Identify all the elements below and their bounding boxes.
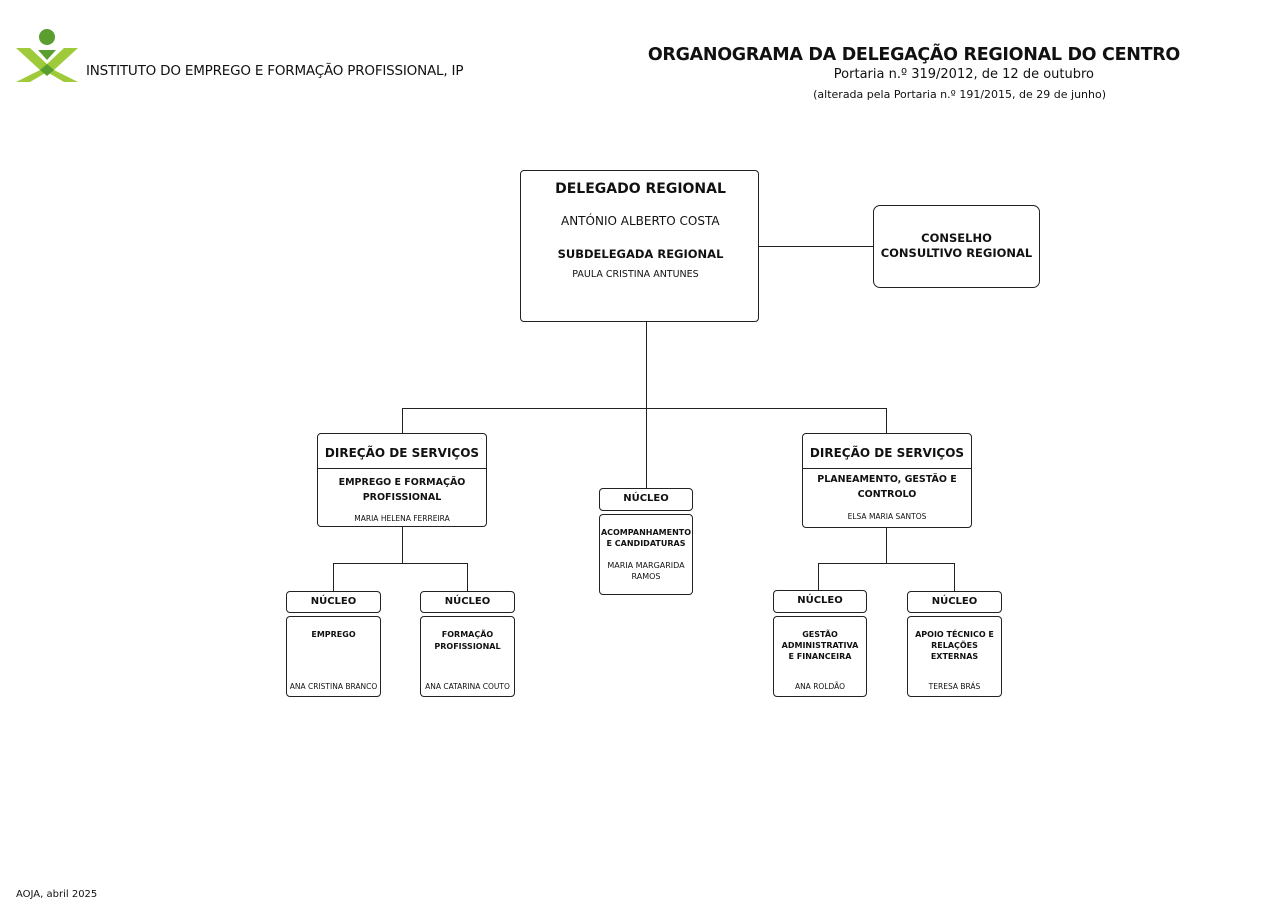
logo-legs [40,64,54,76]
nucleo-area: GESTÃO ADMINISTRATIVA E FINANCEIRA [781,630,859,661]
direcao-planeamento-box: DIREÇÃO DE SERVIÇOS PLANEAMENTO, GESTÃO … [802,433,972,528]
connector [333,563,334,591]
nucleo-area: ACOMPANHAMENTO E CANDIDATURAS [600,528,692,548]
nucleo-gestao-box: GESTÃO ADMINISTRATIVA E FINANCEIRA ANA R… [773,616,867,697]
direcao-emprego-box: DIREÇÃO DE SERVIÇOS EMPREGO E FORMAÇÃO P… [317,433,487,527]
nucleo-acompanhamento-box: ACOMPANHAMENTO E CANDIDATURAS MARIA MARG… [599,514,693,595]
page-subtitle: Portaria n.º 319/2012, de 12 de outubro [833,67,1094,82]
nucleo-emprego-box: EMPREGO ANA CRISTINA BRANCO [286,616,381,697]
nucleo-area: FORMAÇÃO PROFISSIONAL [434,630,501,651]
connector [402,527,403,563]
delegado-regional-box: DELEGADO REGIONAL ANTÓNIO ALBERTO COSTA … [520,170,759,322]
divider [318,468,486,469]
logo-body [38,50,56,60]
connector [886,408,887,434]
nucleo-name: MARIA MARGARIDA RAMOS [607,561,685,581]
direcao-header: DIREÇÃO DE SERVIÇOS [809,446,965,460]
connector [467,563,468,591]
logo-head [39,29,55,45]
direcao-area: EMPREGO E FORMAÇÃO PROFISSIONAL [338,477,466,503]
connector [758,246,874,247]
nucleo-formacao-box: FORMAÇÃO PROFISSIONAL ANA CATARINA COUTO [420,616,515,697]
delegado-title: DELEGADO REGIONAL [555,181,726,197]
subdelegada-title: SUBDELEGADA REGIONAL [557,247,724,261]
nucleo-header-box: NÚCLEO [420,591,515,613]
nucleo-header: NÚCLEO [797,595,843,606]
nucleo-area: APOIO TÉCNICO E RELAÇÕES EXTERNAS [915,630,994,661]
connector [886,527,887,563]
connector [954,563,955,591]
conselho-consultivo-box: CONSELHO CONSULTIVO REGIONAL [873,205,1040,288]
nucleo-name: TERESA BRÁS [928,682,981,691]
direcao-area: PLANEAMENTO, GESTÃO E CONTROLO [817,474,957,500]
nucleo-header: NÚCLEO [623,493,669,504]
conselho-title: CONSELHO CONSULTIVO REGIONAL [880,231,1033,260]
divider [803,468,971,469]
subdelegada-name: PAULA CRISTINA ANTUNES [572,269,699,280]
direcao-name: ELSA MARIA SANTOS [847,512,927,521]
connector [402,408,887,409]
nucleo-header-box: NÚCLEO [599,488,693,511]
page-note: (alterada pela Portaria n.º 191/2015, de… [813,88,1106,101]
direcao-name: MARIA HELENA FERREIRA [354,514,450,523]
iefp-logo [16,29,78,82]
org-name: INSTITUTO DO EMPREGO E FORMAÇÃO PROFISSI… [86,63,464,79]
footer-note: AOJA, abril 2025 [16,889,98,900]
nucleo-header: NÚCLEO [310,596,357,607]
connector [646,321,647,488]
connector [818,563,819,591]
nucleo-apoio-tecnico-box: APOIO TÉCNICO E RELAÇÕES EXTERNAS TERESA… [907,616,1002,697]
nucleo-header: NÚCLEO [931,596,978,607]
connector [402,408,403,434]
nucleo-name: ANA CATARINA COUTO [425,682,510,691]
connector [818,563,955,564]
nucleo-name: ANA CRISTINA BRANCO [289,682,378,691]
delegado-name: ANTÓNIO ALBERTO COSTA [561,214,720,228]
nucleo-area: EMPREGO [311,630,356,639]
nucleo-header-box: NÚCLEO [907,591,1002,613]
connector [333,563,468,564]
direcao-header: DIREÇÃO DE SERVIÇOS [324,446,480,460]
nucleo-header: NÚCLEO [444,596,491,607]
nucleo-name: ANA ROLDÃO [794,682,846,691]
nucleo-header-box: NÚCLEO [286,591,381,613]
nucleo-header-box: NÚCLEO [773,590,867,613]
page-title: ORGANOGRAMA DA DELEGAÇÃO REGIONAL DO CEN… [647,45,1180,65]
